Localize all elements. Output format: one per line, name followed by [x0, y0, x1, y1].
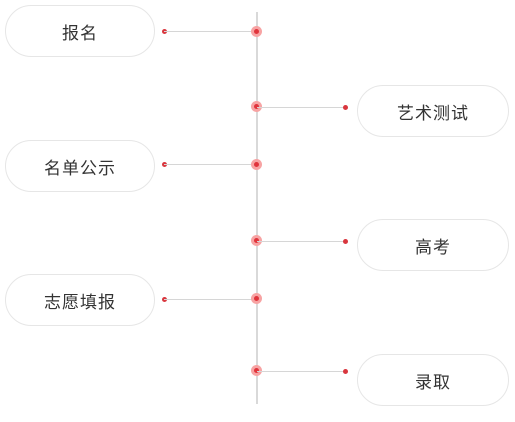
step-5-box: 志愿填报 — [5, 274, 155, 326]
step-1-box: 报名 — [5, 5, 155, 57]
step-2-node — [251, 101, 262, 112]
step-3-box: 名单公示 — [5, 140, 155, 192]
step-3-label: 名单公示 — [44, 158, 116, 179]
step-6-node — [251, 365, 262, 376]
step-4-connector-dot — [343, 239, 348, 244]
step-1-node — [251, 26, 262, 37]
step-6-connector — [257, 371, 345, 372]
step-4-box: 高考 — [357, 219, 509, 271]
step-2-label: 艺术测试 — [397, 103, 469, 124]
step-6-box: 录取 — [357, 354, 509, 406]
step-6-label: 录取 — [415, 372, 451, 393]
step-1-label: 报名 — [62, 23, 98, 44]
step-3-connector — [164, 164, 256, 165]
step-2-connector-dot — [343, 105, 348, 110]
step-6-connector-dot — [343, 369, 348, 374]
step-4-label: 高考 — [415, 237, 451, 258]
step-5-connector — [164, 299, 256, 300]
step-5-label: 志愿填报 — [44, 292, 116, 313]
step-1-connector — [164, 31, 256, 32]
step-4-connector — [257, 241, 345, 242]
step-5-node — [251, 293, 262, 304]
step-2-box: 艺术测试 — [357, 85, 509, 137]
step-3-node — [251, 159, 262, 170]
timeline-axis — [256, 12, 258, 404]
step-2-connector — [257, 107, 345, 108]
step-4-node — [251, 235, 262, 246]
